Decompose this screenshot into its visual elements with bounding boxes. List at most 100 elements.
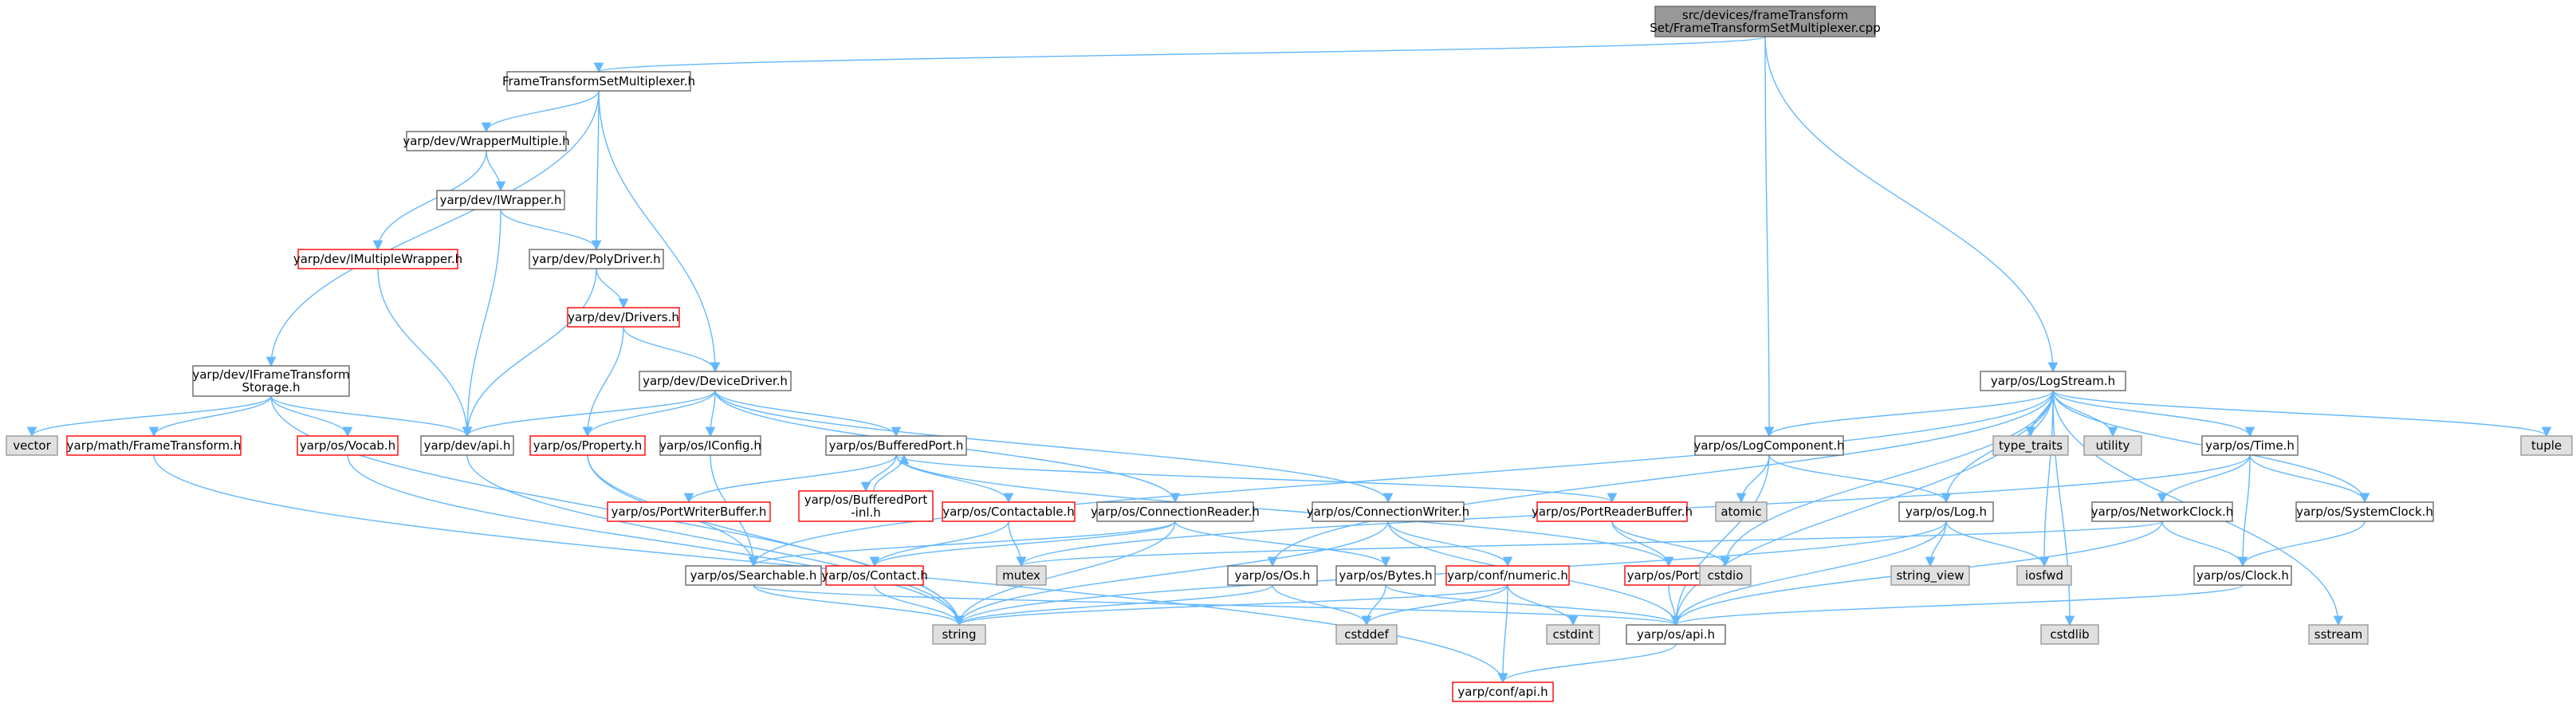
node-iconfig[interactable]: yarp/os/IConfig.h	[659, 435, 761, 456]
edge-line	[462, 209, 501, 438]
node-bufportinl[interactable]: yarp/os/BufferedPort-inl.h	[798, 490, 934, 522]
node-box	[2040, 624, 2099, 645]
edge-line	[1925, 520, 1947, 568]
node-connwriter[interactable]: yarp/os/ConnectionWriter.h	[1307, 501, 1469, 522]
edge-logcomp-atomic	[1736, 454, 1770, 504]
node-tuple: tuple	[2520, 435, 2573, 456]
edge-line	[265, 90, 600, 367]
edge-logstream-searchable	[748, 390, 2054, 568]
edge-time-sysclock	[2249, 454, 2370, 504]
node-contactable[interactable]: yarp/os/Contactable.h	[942, 501, 1076, 522]
edge-os-string	[954, 584, 1273, 626]
node-box	[1992, 435, 2069, 456]
node-time[interactable]: yarp/os/Time.h	[2201, 435, 2299, 456]
edge-line	[596, 268, 629, 309]
node-box	[1335, 565, 1436, 586]
node-root[interactable]: src/devices/frameTransformSet/FrameTrans…	[1650, 6, 1881, 37]
edge-line	[594, 36, 1766, 73]
edge-line	[1385, 584, 1681, 626]
edge-line	[270, 395, 353, 438]
edge-line	[591, 90, 602, 251]
node-box	[1546, 624, 1600, 645]
node-property[interactable]: yarp/os/Property.h	[529, 435, 646, 456]
node-bufport[interactable]: yarp/os/BufferedPort.h	[825, 435, 967, 456]
node-devapi[interactable]: yarp/dev/api.h	[420, 435, 514, 456]
node-sysclock[interactable]: yarp/os/SystemClock.h	[2295, 501, 2434, 522]
node-drivers[interactable]: yarp/dev/Drivers.h	[567, 307, 680, 328]
edge-connreader-bytes	[1174, 520, 1391, 568]
node-box	[297, 249, 458, 269]
node-bytes[interactable]: yarp/os/Bytes.h	[1335, 565, 1436, 586]
node-sstream: sstream	[2308, 624, 2369, 645]
node-polydriver[interactable]: yarp/dev/PolyDriver.h	[529, 249, 664, 269]
node-box	[2083, 435, 2142, 456]
node-label: yarp/conf/numeric.h	[1447, 568, 1568, 583]
edge-line	[1671, 584, 2244, 626]
node-iwrapper[interactable]: yarp/dev/IWrapper.h	[436, 190, 565, 210]
node-label: FrameTransformSetMultiplexer.h	[502, 74, 695, 88]
edge-line	[582, 390, 716, 438]
node-searchable[interactable]: yarp/os/Searchable.h	[685, 565, 822, 586]
edge-line	[1497, 643, 1677, 684]
node-wrapmult[interactable]: yarp/dev/WrapperMultiple.h	[403, 131, 570, 151]
edge-connreader-searchable	[748, 520, 1176, 568]
edge-prbuf-port	[1611, 520, 1674, 568]
edge-line	[587, 454, 965, 626]
edge-devicedriver-iconfig	[705, 390, 716, 438]
node-box	[529, 249, 664, 269]
node-imultwrap[interactable]: yarp/dev/IMultipleWrapper.h	[293, 249, 462, 269]
node-log[interactable]: yarp/os/Log.h	[1898, 501, 1994, 522]
edge-line	[954, 584, 1508, 626]
edge-searchable-osapi	[753, 584, 1681, 626]
node-mathft[interactable]: yarp/math/FrameTransform.h	[66, 435, 242, 456]
node-contact[interactable]: yarp/os/Contact.h	[821, 565, 928, 586]
node-prbuf[interactable]: yarp/os/PortReaderBuffer.h	[1532, 501, 1693, 522]
edge-root-logcomp	[1764, 36, 1775, 438]
node-box	[529, 435, 646, 456]
node-os[interactable]: yarp/os/Os.h	[1227, 565, 1318, 586]
node-vocab[interactable]: yarp/os/Vocab.h	[297, 435, 399, 456]
edge-line	[1507, 584, 1579, 626]
edge-line	[895, 454, 1617, 504]
node-logstream[interactable]: yarp/os/LogStream.h	[1980, 371, 2126, 391]
node-clock[interactable]: yarp/os/Clock.h	[2193, 565, 2292, 586]
edge-line	[748, 520, 1176, 568]
node-label: type_traits	[1999, 438, 2063, 454]
node-string: string	[932, 624, 986, 645]
edge-line	[372, 150, 487, 251]
edge-logstream-cstdlib	[2052, 390, 2075, 626]
node-label: mutex	[1002, 568, 1040, 583]
node-label: yarp/dev/Drivers.h	[568, 310, 679, 324]
node-box	[567, 307, 680, 328]
node-label: yarp/os/Contact.h	[821, 568, 928, 583]
node-label: yarp/os/Contactable.h	[942, 505, 1075, 519]
edge-numeric-cstddef	[1361, 584, 1508, 626]
node-ftsm[interactable]: FrameTransformSetMultiplexer.h	[502, 71, 695, 92]
edge-line	[1611, 520, 1731, 568]
edge-line	[1945, 520, 2050, 568]
node-netclock[interactable]: yarp/os/NetworkClock.h	[2091, 501, 2234, 522]
edge-drivers-devicedriver	[623, 326, 721, 373]
edge-line	[1670, 520, 1947, 626]
edge-line	[2052, 390, 2255, 438]
edge-line	[2052, 390, 2075, 626]
node-label: sstream	[2314, 627, 2362, 642]
edge-line	[753, 584, 965, 626]
edge-logstream-iosfwd	[2039, 390, 2054, 568]
node-box	[1626, 624, 1726, 645]
node-connreader[interactable]: yarp/os/ConnectionReader.h	[1091, 501, 1260, 522]
node-pwbuf[interactable]: yarp/os/PortWriterBuffer.h	[607, 501, 771, 522]
node-devicedriver[interactable]: yarp/dev/DeviceDriver.h	[639, 371, 792, 391]
edge-line	[347, 454, 965, 626]
edge-logstream-os	[1267, 390, 2054, 568]
node-logcomp[interactable]: yarp/os/LogComponent.h	[1693, 435, 1845, 456]
node-osapi[interactable]: yarp/os/api.h	[1626, 624, 1726, 645]
node-box	[2520, 435, 2573, 456]
node-port[interactable]: yarp/os/Port.h	[1624, 565, 1713, 586]
node-label: yarp/dev/IWrapper.h	[440, 193, 562, 207]
node-label: yarp/os/Log.h	[1905, 505, 1987, 519]
node-label: yarp/os/PortReaderBuffer.h	[1532, 505, 1693, 519]
node-numeric[interactable]: yarp/conf/numeric.h	[1445, 565, 1570, 586]
node-confapi[interactable]: yarp/conf/api.h	[1452, 681, 1554, 702]
